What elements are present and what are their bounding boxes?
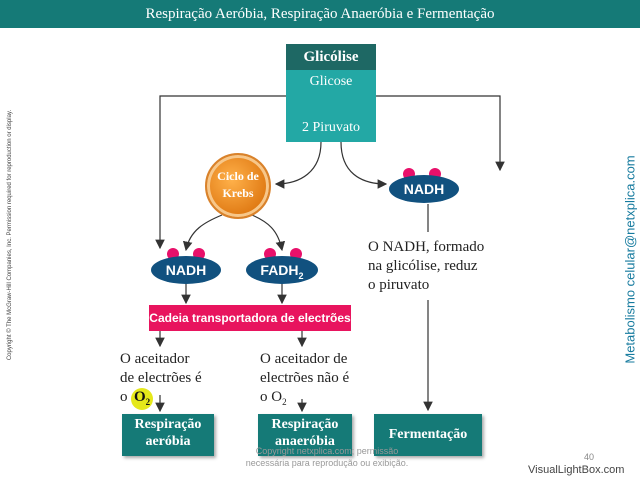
aerobic-note-line3: o: [120, 389, 128, 405]
anaerobic-result-line2: anaeróbia: [275, 434, 335, 449]
anaerobic-note-line3: o O2: [260, 389, 287, 407]
aerobic-result-line2: aeróbia: [145, 434, 191, 449]
krebs-cycle: Ciclo de Krebs: [205, 153, 271, 219]
piruvato-label: 2 Piruvato: [302, 120, 360, 135]
nadh-right-carrier: NADH: [389, 175, 459, 203]
fermentation-note-line1: O NADH, formado: [368, 239, 485, 255]
page-number: 40: [584, 452, 595, 462]
electron-transport-chain: Cadeia transportadora de electrões: [149, 305, 351, 331]
anaerobic-note-line2: electrões não é: [260, 370, 350, 386]
side-watermark: Metabolismo celular@netxplica.com: [622, 155, 638, 364]
oxygen-highlight: O2: [131, 388, 153, 410]
fadh2-carrier: FADH2: [246, 256, 318, 284]
fermentation-note: O NADH, formado na glicólise, reduz o pi…: [368, 238, 484, 295]
krebs-label-line2: Krebs: [222, 186, 254, 200]
anaerobic-note: O aceitador de electrões não é o O2: [260, 350, 349, 412]
side-copyright: Copyright © The McGraw-Hill Companies, I…: [7, 109, 13, 361]
glicose-label: Glicose: [309, 74, 353, 89]
oxygen-label: O2: [134, 389, 151, 407]
fadh2-label: FADH: [260, 262, 299, 278]
fadh2-subscript: 2: [298, 270, 304, 281]
glicolise-body: Glicose 2 Piruvato: [286, 70, 376, 142]
anaerobic-result-line1: Respiração: [271, 417, 339, 432]
fermentation-note-line2: na glicólise, reduz: [368, 258, 478, 274]
fermentation-box: Fermentação: [374, 414, 482, 456]
slide-title: Respiração Aeróbia, Respiração Anaeróbia…: [0, 0, 640, 28]
glicolise-header: Glicólise: [286, 44, 376, 70]
aerobic-respiration-box: Respiração aeróbia: [122, 414, 214, 456]
fermentation-note-line3: o piruvato: [368, 277, 430, 293]
visuallightbox-credit: VisualLightBox.com: [528, 464, 625, 476]
footer-copyright: Copyright netxplica.com; permissão neces…: [245, 446, 409, 468]
aerobic-note-line2: de electrões é: [120, 370, 202, 386]
krebs-label-line1: Ciclo de: [217, 169, 259, 183]
anaerobic-respiration-box: Respiração anaeróbia: [258, 414, 352, 456]
aerobic-note: O aceitador de electrões é o: [120, 350, 202, 407]
aerobic-result-line1: Respiração: [134, 417, 202, 432]
aerobic-note-line1: O aceitador: [120, 351, 190, 367]
nadh-left-carrier: NADH: [151, 256, 221, 284]
anaerobic-note-line1: O aceitador de: [260, 351, 348, 367]
